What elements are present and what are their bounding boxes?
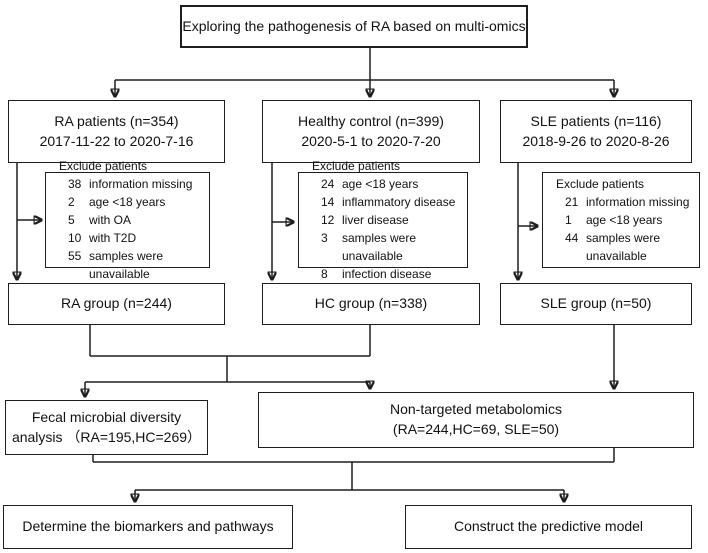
connector-title-stem <box>115 48 614 81</box>
hc-group-box: HC group (n=338) <box>262 283 480 325</box>
sle-group-box: SLE group (n=50) <box>500 283 692 325</box>
ra-patients-box: RA patients (n=354) 2017-11-22 to 2020-7… <box>8 100 225 163</box>
biomarkers-outcome-label: Determine the biomarkers and pathways <box>22 518 274 535</box>
predictive-model-outcome-box: Construct the predictive model <box>405 505 692 549</box>
sle-exclude-header: Exclude patients <box>556 177 645 191</box>
hc-patients-period: 2020-5-1 to 2020-7-20 <box>301 132 441 149</box>
ra-exclude-header: Exclude patients <box>59 159 148 173</box>
predictive-model-outcome-label: Construct the predictive model <box>453 518 644 535</box>
sle-patients-period: 2018-9-26 to 2020-8-26 <box>522 132 670 149</box>
metabolomics-line1: Non-targeted metabolomics <box>390 401 562 418</box>
hc-patients-name: Healthy control (n=399) <box>298 112 444 129</box>
hc-exclude-header: Exclude patients <box>312 159 401 173</box>
metabolomics-line2: (RA=244,HC=69, SLE=50) <box>392 421 560 437</box>
title-text: Exploring the pathogenesis of RA based o… <box>182 17 526 34</box>
ra-group-label: RA group (n=244) <box>61 295 172 312</box>
fecal-diversity-line2: analysis （RA=195,HC=269） <box>11 428 202 445</box>
sle-group-label: SLE group (n=50) <box>540 295 652 312</box>
connector-groups-merge <box>85 325 371 383</box>
hc-patients-box: Healthy control (n=399) 2020-5-1 to 2020… <box>262 100 480 163</box>
fecal-diversity-box: Fecal microbial diversity analysis （RA=1… <box>5 400 208 455</box>
metabolomics-box: Non-targeted metabolomics (RA=244,HC=69,… <box>258 392 694 448</box>
biomarkers-outcome-box: Determine the biomarkers and pathways <box>3 505 293 549</box>
sle-patients-name: SLE patients (n=116) <box>530 112 662 129</box>
sle-patients-box: SLE patients (n=116) 2018-9-26 to 2020-8… <box>500 100 692 163</box>
ra-patients-name: RA patients (n=354) <box>54 112 179 129</box>
fecal-diversity-line1: Fecal microbial diversity <box>31 408 182 425</box>
ra-group-box: RA group (n=244) <box>8 283 225 325</box>
title-box: Exploring the pathogenesis of RA based o… <box>180 5 528 48</box>
ra-patients-period: 2017-11-22 to 2020-7-16 <box>39 132 194 149</box>
hc-group-label: HC group (n=338) <box>314 295 428 312</box>
